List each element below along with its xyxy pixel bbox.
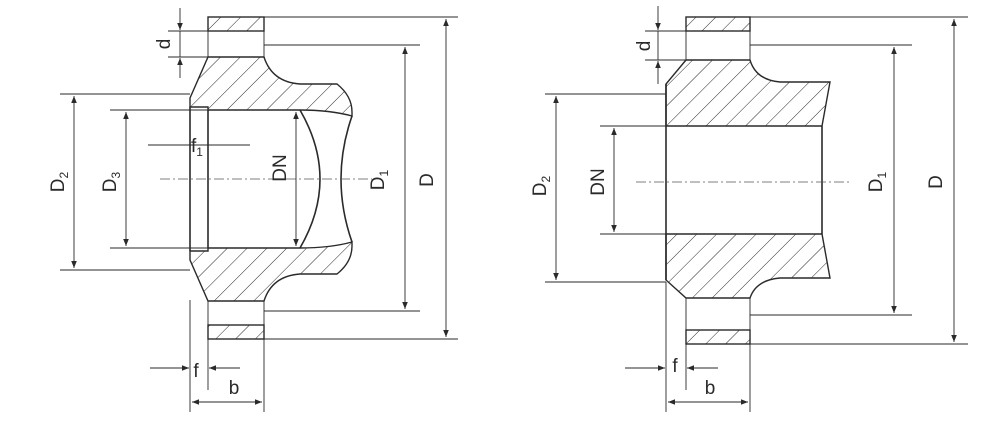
- right-label-D2: D2: [530, 175, 553, 196]
- right-label-b: b: [705, 378, 716, 399]
- left-label-f: f: [193, 361, 199, 382]
- left-label-f1: f1: [191, 136, 203, 159]
- right-label-d: d: [634, 41, 655, 52]
- right-flange: [545, 6, 968, 412]
- left-bottom-bolt-section: [207, 324, 265, 340]
- right-label-DN: DN: [588, 168, 609, 195]
- left-bottom-body: [189, 241, 353, 302]
- left-label-D1: D1: [368, 169, 391, 190]
- left-label-D2: D2: [48, 171, 71, 192]
- right-label-f: f: [672, 356, 678, 377]
- left-top-body: [189, 56, 353, 117]
- left-bore-curve: [299, 109, 321, 249]
- left-label-D3: D3: [100, 171, 123, 192]
- left-top-bolt-section: [207, 16, 265, 32]
- left-label-D: D: [417, 173, 438, 187]
- left-flange: [60, 8, 458, 412]
- right-bottom-bolt-section: [685, 329, 751, 345]
- left-label-DN: DN: [270, 154, 291, 181]
- left-label-b: b: [229, 378, 240, 399]
- right-label-D1: D1: [866, 171, 889, 192]
- right-top-bolt-section: [685, 16, 751, 32]
- left-label-d: d: [154, 39, 175, 50]
- right-top-body: [665, 59, 831, 127]
- right-label-D: D: [926, 175, 947, 189]
- right-bottom-body: [665, 233, 831, 299]
